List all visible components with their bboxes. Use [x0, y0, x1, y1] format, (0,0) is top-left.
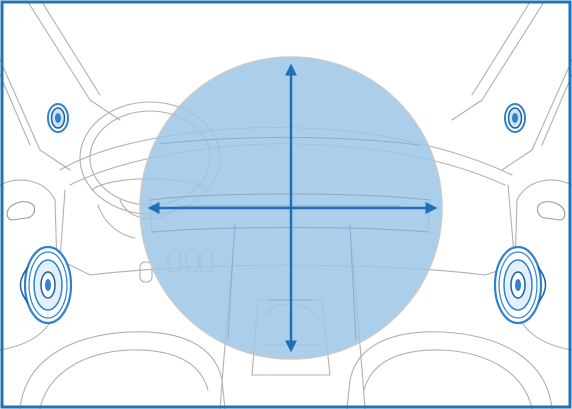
- left-woofer-icon: [19, 245, 73, 325]
- direction-arrows: [147, 63, 438, 353]
- front-seats: [19, 331, 553, 409]
- right-tweeter-icon: [504, 103, 526, 133]
- right-woofer-icon: [493, 245, 547, 325]
- door-handles: [6, 201, 566, 221]
- left-tweeter-icon: [47, 103, 69, 133]
- windshield-pillars: [0, 1, 572, 171]
